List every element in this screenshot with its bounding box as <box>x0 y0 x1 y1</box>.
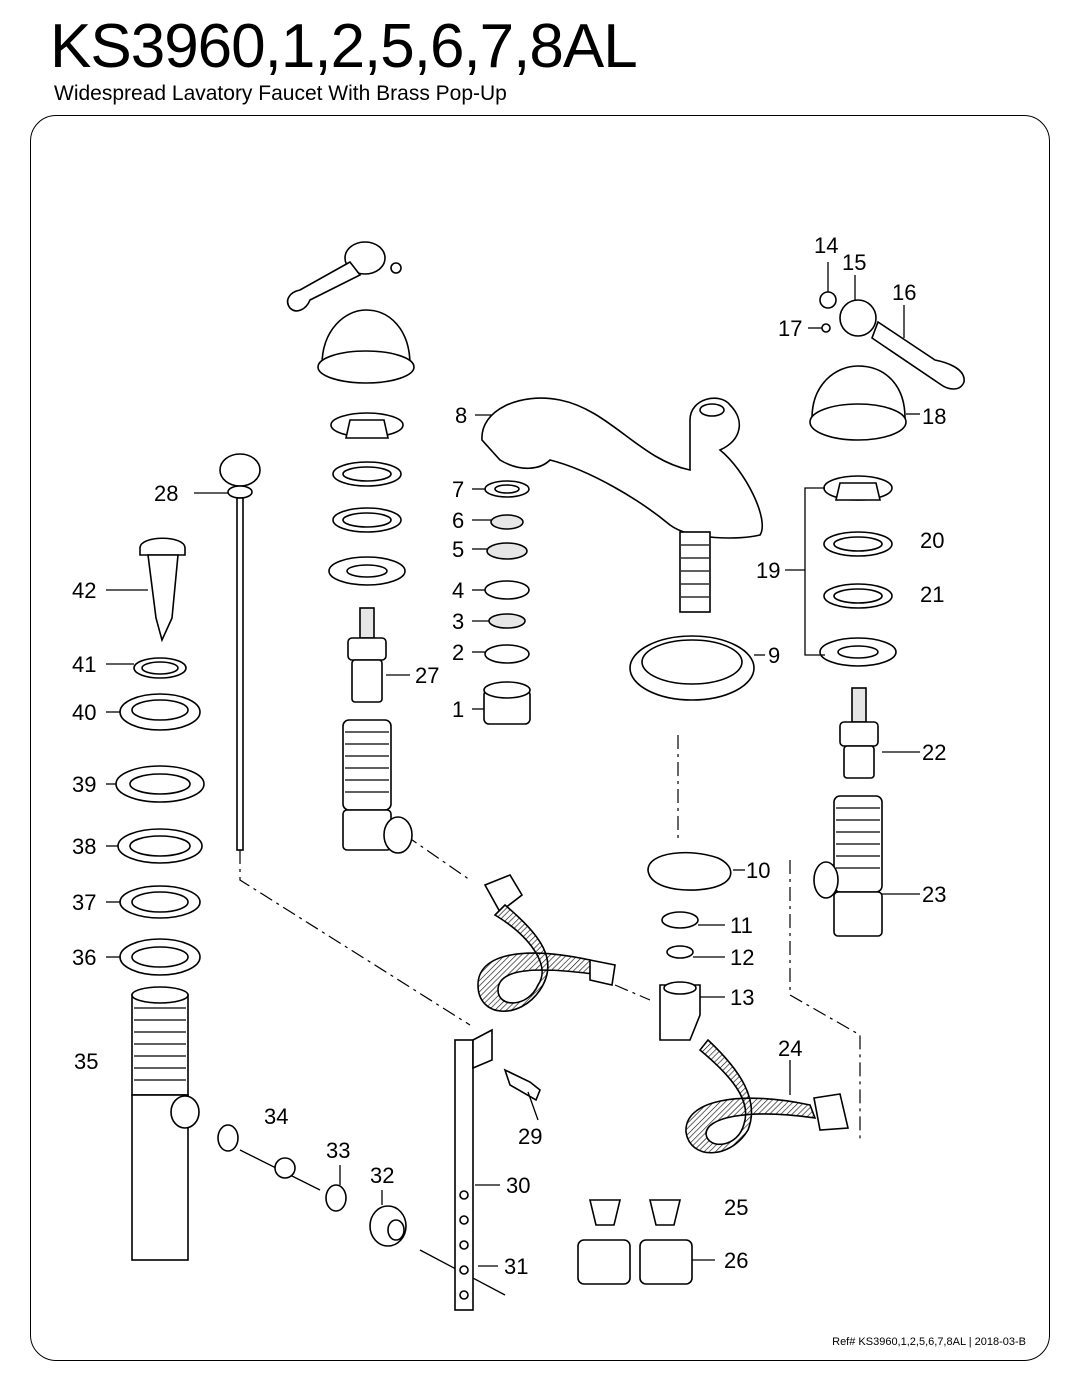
callout-33: 33 <box>326 1138 350 1163</box>
callout-22: 22 <box>922 740 946 765</box>
callout-42: 42 <box>72 578 96 603</box>
valve-body-right <box>813 795 883 937</box>
page-title: KS3960,1,2,5,6,7,8AL <box>50 12 638 81</box>
compression-fittings <box>577 1199 693 1285</box>
callout-23: 23 <box>922 882 946 907</box>
callout-10: 10 <box>746 858 770 883</box>
supply-hoses <box>477 874 849 1154</box>
callout-1: 1 <box>452 697 464 722</box>
pop-up-lift-rod <box>219 453 261 851</box>
callout-16: 16 <box>892 280 916 305</box>
callout-6: 6 <box>452 508 464 533</box>
callout-25: 25 <box>724 1195 748 1220</box>
callout-4: 4 <box>452 578 464 603</box>
callout-39: 39 <box>72 772 96 797</box>
drain-body <box>131 986 200 1261</box>
callout-13: 13 <box>730 985 754 1010</box>
spout-base-ring <box>629 635 755 701</box>
cartridge-right <box>839 687 879 779</box>
aerator-stack <box>483 480 531 725</box>
callout-11: 11 <box>730 913 753 938</box>
callout-24: 24 <box>778 1036 802 1061</box>
callout-21: 21 <box>920 582 944 607</box>
right-handle-assembly <box>809 291 965 667</box>
cartridge-left <box>347 607 387 703</box>
callout-15: 15 <box>842 250 866 275</box>
callout-40: 40 <box>72 700 96 725</box>
left-handle-assembly <box>286 241 415 586</box>
callout-30: 30 <box>506 1173 530 1198</box>
leader-lines <box>106 262 920 1267</box>
diagram-frame <box>30 115 1050 1361</box>
callout-8: 8 <box>455 403 467 428</box>
callout-3: 3 <box>452 609 464 634</box>
mounting-hardware <box>647 851 732 1041</box>
page-subtitle: Widespread Lavatory Faucet With Brass Po… <box>54 82 507 105</box>
pivot-rod-parts <box>217 1124 506 1296</box>
drain-assembly <box>115 537 205 976</box>
callout-5: 5 <box>452 537 464 562</box>
spout <box>481 397 763 613</box>
callout-37: 37 <box>72 890 96 915</box>
extension-strap <box>454 1028 541 1311</box>
callout-26: 26 <box>724 1248 748 1273</box>
assembly-guide-lines <box>239 735 861 1140</box>
callout-17: 17 <box>778 316 802 341</box>
callout-19: 19 <box>756 558 780 583</box>
callout-12: 12 <box>730 945 754 970</box>
callout-41: 41 <box>72 652 96 677</box>
valve-body-left <box>342 719 413 854</box>
callout-35: 35 <box>74 1049 98 1074</box>
callout-14: 14 <box>814 233 838 258</box>
callout-27: 27 <box>415 663 439 688</box>
callout-labels: 8 7 6 5 4 3 2 1 9 10 11 12 13 14 15 16 1… <box>72 233 946 1279</box>
reference-code: Ref# KS3960,1,2,5,6,7,8AL | 2018-03-B <box>832 1336 1026 1348</box>
callout-34: 34 <box>264 1104 288 1129</box>
callout-29: 29 <box>518 1124 542 1149</box>
callout-36: 36 <box>72 945 96 970</box>
callout-31: 31 <box>504 1254 528 1279</box>
callout-7: 7 <box>452 477 464 502</box>
callout-28: 28 <box>154 481 178 506</box>
callout-38: 38 <box>72 834 96 859</box>
callout-9: 9 <box>768 643 780 668</box>
callout-32: 32 <box>370 1163 394 1188</box>
callout-2: 2 <box>452 640 464 665</box>
callout-20: 20 <box>920 528 944 553</box>
callout-18: 18 <box>922 404 946 429</box>
